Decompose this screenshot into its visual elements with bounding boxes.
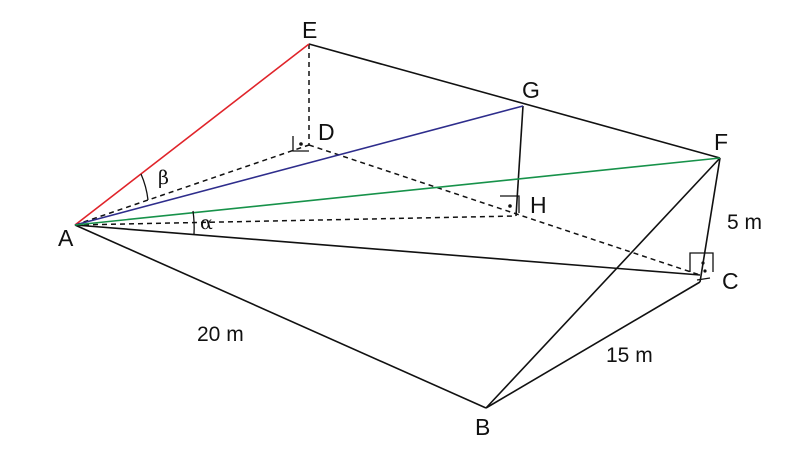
edge-GH [515, 105, 524, 217]
point-label-F: F [714, 129, 728, 155]
edge-AB [74, 224, 487, 409]
point-label-A: A [58, 225, 74, 251]
segment-AF [74, 157, 721, 226]
point-label-H: H [530, 192, 547, 218]
angle-alpha-arc [192, 210, 195, 235]
point-label-D: D [318, 119, 335, 145]
edge-DC-hidden [308, 144, 701, 276]
edge-BC [485, 281, 701, 409]
edge-AH-hidden [74, 215, 517, 226]
point-label-E: E [302, 17, 317, 43]
point-label-C: C [722, 268, 739, 294]
right-angle-marker-C [689, 252, 714, 281]
edge-EF [308, 43, 721, 159]
point-label-B: B [475, 414, 490, 440]
dimension-label-AB: 20 m [197, 323, 244, 346]
dimension-label-BC: 15 m [606, 344, 653, 367]
segment-AG [74, 105, 524, 226]
dimension-label-CF: 5 m [727, 211, 762, 234]
segment-AE [74, 43, 310, 226]
edge-BF [485, 157, 721, 409]
angle-label-alpha: α [200, 212, 213, 234]
edge-AC [74, 224, 701, 276]
right-angle-marker-H [500, 195, 520, 213]
right-angle-marker-D [292, 136, 309, 152]
angle-beta-arc [140, 173, 149, 201]
angle-label-beta: β [158, 167, 169, 189]
edge-CF [699, 157, 721, 283]
point-label-G: G [522, 77, 540, 103]
